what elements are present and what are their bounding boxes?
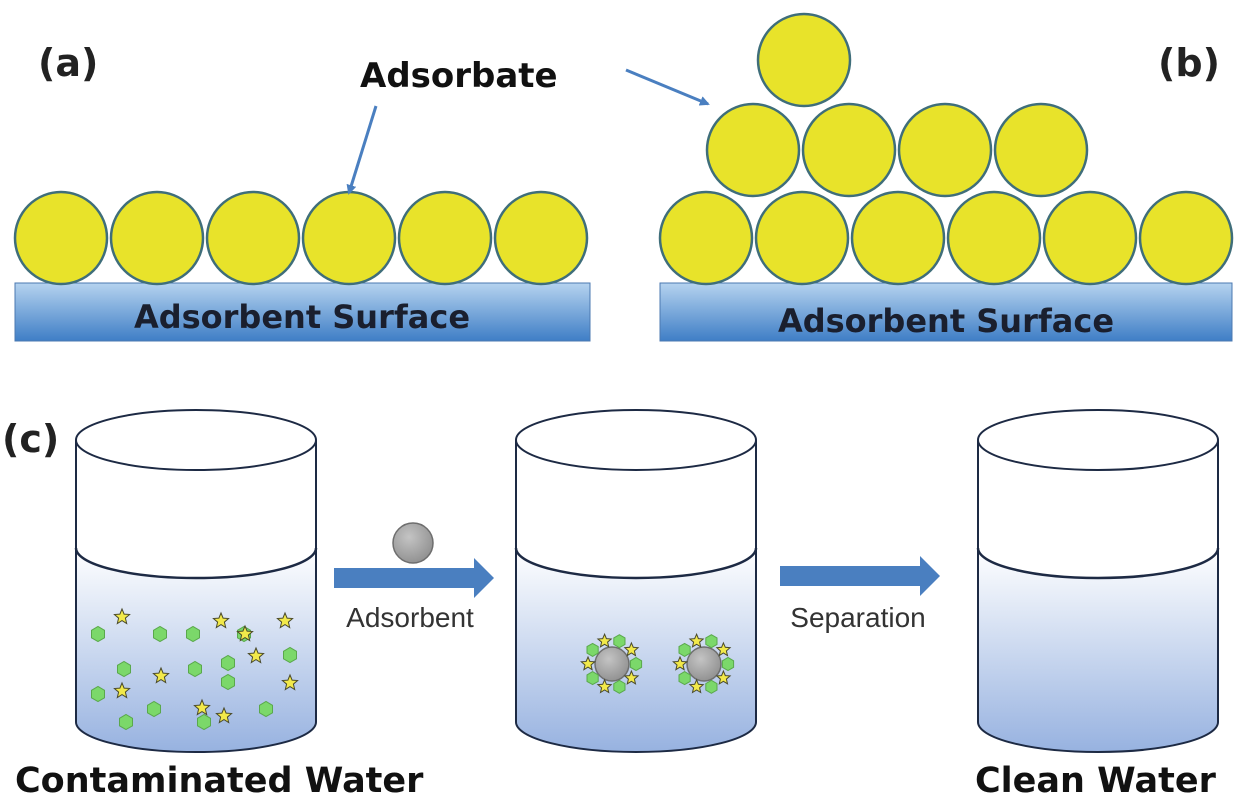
adsorbate-sphere — [205, 190, 301, 286]
contaminant-hexagon — [153, 625, 167, 643]
contaminant-hexagon — [221, 673, 235, 691]
water-body — [978, 548, 1218, 752]
contaminant-hexagon — [91, 625, 105, 643]
panel-b: (b) Adsorbent Surface — [658, 12, 1234, 342]
contaminant-hexagon — [186, 625, 200, 643]
adsorbate-sphere — [705, 102, 801, 198]
contaminant-hexagon — [221, 654, 235, 672]
contaminant-star — [580, 655, 596, 671]
adsorbate-sphere — [946, 190, 1042, 286]
contaminant-star — [276, 611, 294, 629]
adsorbate-sphere — [897, 102, 993, 198]
adsorbate-sphere — [993, 102, 1089, 198]
panel-c-label: (c) — [2, 417, 59, 461]
adsorbate-multilayer — [658, 12, 1234, 286]
water-surface — [74, 547, 318, 580]
beaker-bottom — [515, 721, 757, 753]
contaminant-hexagon — [586, 642, 599, 657]
clean-water-caption: Clean Water — [975, 761, 1217, 801]
adsorbent-particle — [686, 646, 722, 682]
adsorbate-sphere — [801, 102, 897, 198]
contaminant-star — [236, 624, 254, 642]
contaminant-star — [152, 666, 170, 684]
beaker-rim — [75, 409, 317, 471]
beaker-rim — [515, 409, 757, 471]
adsorbent-surface-b-label: Adsorbent Surface — [778, 302, 1114, 340]
contaminant-hexagon — [721, 656, 735, 672]
adsorbent-surface-a-label: Adsorbent Surface — [134, 298, 470, 336]
adsorbate-arrow-a — [346, 105, 378, 195]
panel-b-label: (b) — [1158, 41, 1220, 85]
contaminant-star — [596, 632, 613, 648]
contaminant-star — [715, 669, 732, 685]
contaminated-beaker — [74, 409, 318, 753]
contaminant-hexagon — [188, 660, 202, 678]
adsorbate-sphere — [13, 190, 109, 286]
adsorbate-sphere — [301, 190, 397, 286]
adsorbent-particle-icon — [392, 522, 434, 564]
contaminant-hexagon — [586, 671, 599, 686]
water-surface — [976, 547, 1220, 580]
contaminant-hexagon — [119, 713, 133, 731]
adsorbate-callout-label: Adsorbate — [360, 56, 558, 96]
adsorbent-arrow-icon — [334, 558, 494, 598]
contaminant-hexagon — [91, 685, 105, 703]
contaminant-star — [247, 646, 265, 664]
contaminant-hexagon — [147, 700, 161, 718]
adsorbate-sphere — [397, 190, 493, 286]
contaminant-hexagon — [283, 646, 297, 664]
contaminant-hexagon — [613, 679, 626, 694]
contaminant-star — [623, 669, 640, 685]
contaminant-hexagon — [197, 713, 211, 731]
separation-arrow-icon — [780, 556, 940, 596]
adsorbent-surface-a — [14, 282, 591, 342]
adsorbate-sphere — [850, 190, 946, 286]
contaminant-hexagon — [678, 642, 691, 657]
adsorbent-particle — [594, 646, 630, 682]
contaminant-star — [715, 641, 732, 657]
contaminant-star — [688, 632, 705, 648]
adsorbate-sphere — [754, 190, 850, 286]
contaminant-star — [281, 673, 299, 691]
beaker-bottom — [75, 721, 317, 753]
adsorbate-monolayer — [13, 190, 589, 286]
panel-a: (a) Adsorbent Surface — [13, 41, 591, 342]
contaminant-star — [212, 611, 230, 629]
adsorbate-sphere — [493, 190, 589, 286]
beaker-rim — [977, 409, 1219, 471]
contaminant-star — [596, 678, 613, 694]
contaminant-star — [672, 655, 688, 671]
adsorbate-sphere — [109, 190, 205, 286]
contaminant-star — [113, 607, 131, 625]
contaminant-star — [193, 698, 211, 716]
adsorption-beaker — [514, 409, 758, 753]
contaminant-hexagon — [117, 660, 131, 678]
adsorbent-step-label: Adsorbent — [346, 602, 474, 633]
contaminated-water-caption: Contaminated Water — [15, 761, 424, 801]
beaker-bottom — [977, 721, 1219, 753]
separation-step-label: Separation — [790, 602, 925, 633]
contaminant-hexagon — [705, 679, 718, 694]
adsorbate-sphere — [1138, 190, 1234, 286]
adsorbent-surface-b — [659, 282, 1233, 342]
adsorbate-arrow-b — [625, 68, 710, 106]
contaminant-hexagon — [259, 700, 273, 718]
contaminant-star — [113, 681, 131, 699]
contaminant-star — [688, 678, 705, 694]
contaminant-hexagon — [629, 656, 643, 672]
water-body — [76, 548, 316, 752]
adsorbate-sphere — [1042, 190, 1138, 286]
contaminant-star — [623, 641, 640, 657]
panel-a-label: (a) — [38, 41, 98, 85]
beakers — [74, 409, 1220, 753]
contaminant-hexagon — [678, 671, 691, 686]
adsorbate-sphere — [756, 12, 852, 108]
clean-beaker — [976, 409, 1220, 753]
water-surface — [514, 547, 758, 580]
contaminant-hexagon — [705, 634, 718, 649]
contaminant-star — [215, 706, 233, 724]
adsorbate-sphere — [658, 190, 754, 286]
contaminant-hexagon — [613, 634, 626, 649]
